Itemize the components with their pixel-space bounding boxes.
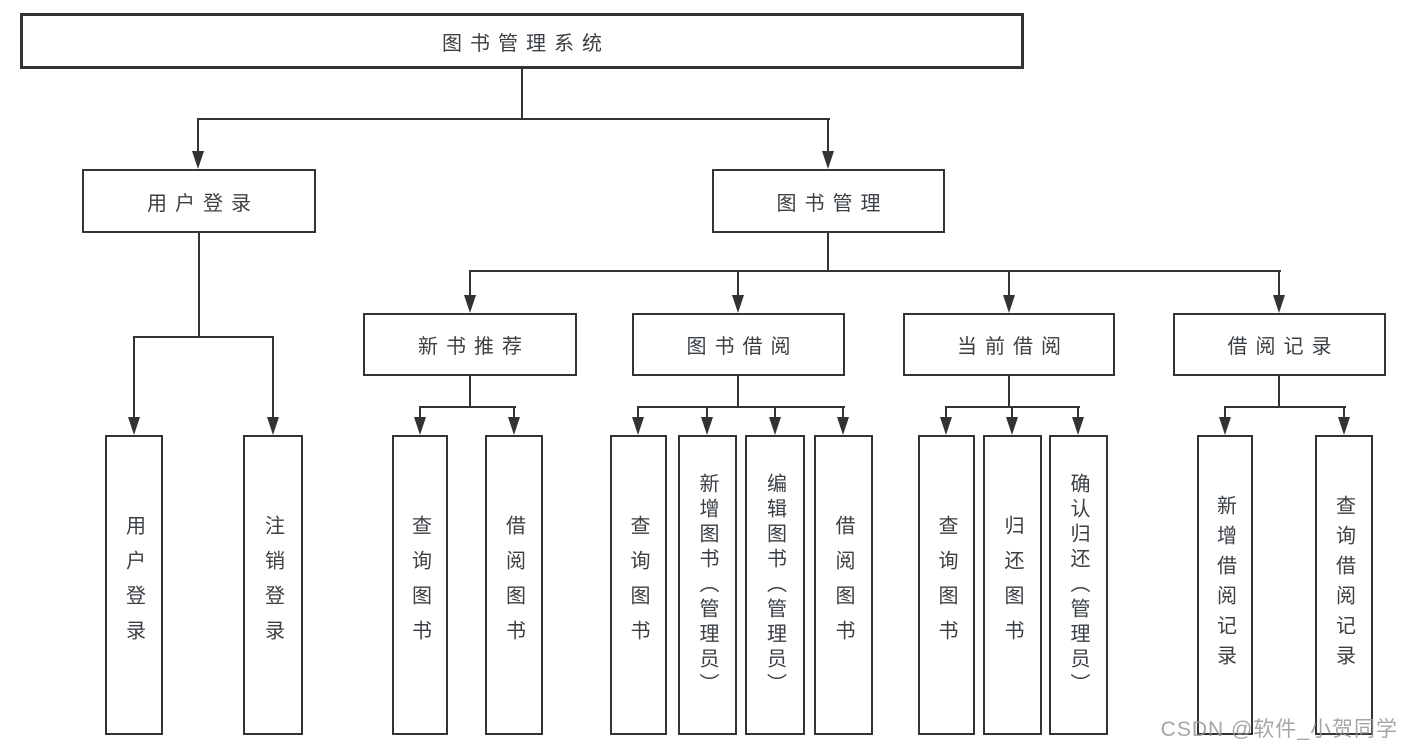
arrow-down-icon [508, 417, 520, 435]
connector-line [272, 336, 274, 418]
arrow-down-icon [128, 417, 140, 435]
arrow-down-icon [464, 295, 476, 313]
connector-line [513, 406, 515, 418]
connector-line [1278, 270, 1280, 297]
leaf-label: 注销登录 [261, 515, 284, 655]
node-label: 图书借阅 [686, 336, 799, 358]
connector-line [737, 376, 739, 407]
connector-line [1278, 376, 1280, 407]
arrow-down-icon [632, 417, 644, 435]
connector-line [1224, 406, 1346, 408]
connector-line [737, 270, 739, 297]
node-label: 图书管理 [776, 192, 889, 215]
node-book-management-branch: 图书管理 [712, 169, 945, 233]
leaf-label: 查询图书 [627, 515, 649, 655]
arrow-down-icon [822, 151, 834, 169]
leaf-label: 确认归还（管理员） [1067, 472, 1089, 698]
leaf-label: 编辑图书（管理员） [763, 472, 786, 698]
arrow-down-icon [1072, 417, 1084, 435]
connector-line [419, 406, 516, 408]
connector-line [469, 270, 471, 297]
connector-line [842, 406, 844, 418]
arrow-down-icon [940, 417, 952, 435]
connector-line [945, 406, 947, 418]
leaf-query-books-borrowing: 查询图书 [610, 435, 667, 735]
leaf-add-books-admin: 新增图书（管理员） [678, 435, 737, 735]
arrow-down-icon [192, 151, 204, 169]
node-label: 图书管理系统 [442, 32, 610, 55]
leaf-label: 借阅图书 [832, 515, 854, 655]
arrow-down-icon [732, 295, 744, 313]
arrow-down-icon [1219, 417, 1231, 435]
node-borrowing-records: 借阅记录 [1173, 313, 1386, 376]
node-label: 用户登录 [147, 192, 259, 215]
leaf-label: 查询图书 [935, 515, 957, 655]
connector-line [419, 406, 421, 418]
leaf-label: 用户登录 [122, 515, 145, 655]
leaf-user-login: 用户登录 [105, 435, 163, 735]
arrow-down-icon [267, 417, 279, 435]
connector-line [637, 406, 639, 418]
leaf-label: 新增借阅记录 [1213, 495, 1236, 675]
arrow-down-icon [1273, 295, 1285, 313]
leaf-borrow-books-recommend: 借阅图书 [485, 435, 543, 735]
leaf-label: 借阅图书 [502, 515, 525, 655]
connector-line [1011, 406, 1013, 418]
node-user-login-branch: 用户登录 [82, 169, 316, 233]
leaf-borrow-books: 借阅图书 [814, 435, 873, 735]
leaf-return-books: 归还图书 [983, 435, 1042, 735]
leaf-query-borrow-record: 查询借阅记录 [1315, 435, 1373, 735]
arrow-down-icon [769, 417, 781, 435]
node-new-book-recommend: 新书推荐 [363, 313, 577, 376]
leaf-query-books-recommend: 查询图书 [392, 435, 448, 735]
leaf-label: 新增图书（管理员） [696, 472, 718, 698]
leaf-query-books-current: 查询图书 [918, 435, 975, 735]
leaf-label: 查询借阅记录 [1332, 495, 1355, 675]
connector-line [469, 270, 1281, 272]
arrow-down-icon [1006, 417, 1018, 435]
leaf-confirm-return-admin: 确认归还（管理员） [1049, 435, 1108, 735]
arrow-down-icon [701, 417, 713, 435]
connector-line [637, 406, 845, 408]
connector-line [1077, 406, 1079, 418]
node-label: 借阅记录 [1227, 336, 1340, 358]
node-label: 当前借阅 [957, 336, 1069, 358]
connector-line [133, 336, 274, 338]
connector-line [827, 118, 829, 153]
connector-line [198, 233, 200, 337]
connector-line [706, 406, 708, 418]
connector-line [521, 69, 523, 118]
arrow-down-icon [414, 417, 426, 435]
leaf-label: 归还图书 [1001, 515, 1023, 655]
arrow-down-icon [1003, 295, 1015, 313]
node-library-management-system: 图书管理系统 [20, 13, 1024, 69]
connector-line [827, 233, 829, 272]
connector-line [133, 336, 135, 418]
leaf-label: 查询图书 [408, 515, 431, 655]
connector-line [774, 406, 776, 418]
leaf-add-borrow-record: 新增借阅记录 [1197, 435, 1253, 735]
connector-line [1224, 406, 1226, 418]
connector-line [1008, 376, 1010, 407]
connector-line [197, 118, 199, 153]
node-label: 新书推荐 [418, 336, 530, 358]
csdn-watermark: CSDN @软件_小贺同学 [1160, 718, 1398, 741]
arrow-down-icon [837, 417, 849, 435]
arrow-down-icon [1338, 417, 1350, 435]
connector-line [469, 376, 471, 407]
leaf-edit-books-admin: 编辑图书（管理员） [745, 435, 805, 735]
node-book-borrowing: 图书借阅 [632, 313, 845, 376]
connector-line [197, 118, 830, 120]
connector-line [1343, 406, 1345, 418]
leaf-logout: 注销登录 [243, 435, 303, 735]
node-current-borrowing: 当前借阅 [903, 313, 1115, 376]
connector-line [1008, 270, 1010, 297]
